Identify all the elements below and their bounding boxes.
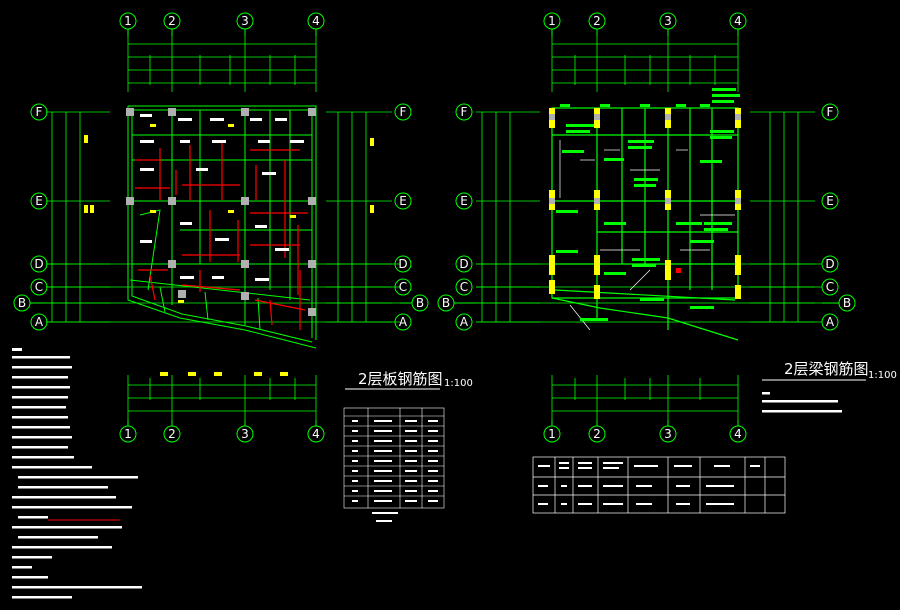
bottom-dimensions-right bbox=[551, 375, 739, 425]
col-axis-1-top: 1 bbox=[124, 14, 132, 28]
row-axis-D-left: D bbox=[34, 257, 43, 271]
row-axis-D-right: D bbox=[398, 257, 407, 271]
row-axis-A-right-r: A bbox=[826, 315, 835, 329]
col-axis-2-bottom-r: 2 bbox=[593, 427, 601, 441]
beam-callouts bbox=[556, 88, 740, 321]
col-axis-2-top: 2 bbox=[168, 14, 176, 28]
slab-rebar-drawing: 1 2 3 4 1 2 3 4 F E D C B A F E D C B A … bbox=[12, 12, 473, 599]
row-axis-F-right-r: F bbox=[827, 105, 834, 119]
top-dimensions-right bbox=[551, 30, 739, 92]
row-axis-D-left-r: D bbox=[459, 257, 468, 271]
col-axis-4-bottom: 4 bbox=[312, 427, 320, 441]
left-dim-yellow-marks bbox=[84, 135, 94, 213]
col-axis-4-top: 4 bbox=[312, 14, 320, 28]
row-axis-E-right-r: E bbox=[826, 194, 834, 208]
general-notes-left bbox=[12, 348, 142, 599]
col-axis-3-top: 3 bbox=[241, 14, 249, 28]
col-axis-4-bottom-r: 4 bbox=[734, 427, 742, 441]
slab-rebar-labels bbox=[140, 114, 304, 281]
row-axis-E-left-r: E bbox=[460, 194, 468, 208]
top-dimensions-left bbox=[127, 30, 317, 92]
col-axis-1-top-r: 1 bbox=[548, 14, 556, 28]
slab-rebar-red bbox=[135, 140, 308, 330]
slab-rebar-table bbox=[343, 407, 445, 509]
col-axis-3-bottom-r: 3 bbox=[664, 427, 672, 441]
col-axis-3-top-r: 3 bbox=[664, 14, 672, 28]
row-axis-F-left: F bbox=[36, 105, 43, 119]
row-axis-C-right: C bbox=[399, 280, 407, 294]
beam-secondary-lines bbox=[559, 140, 735, 331]
columns-left bbox=[126, 108, 316, 316]
row-axis-B-right-r: B bbox=[843, 296, 851, 310]
beam-rebar-table bbox=[532, 456, 786, 514]
drawing-scale-right: 1:100 bbox=[868, 370, 897, 381]
row-axis-A-left: A bbox=[35, 315, 44, 329]
beam-table-cells bbox=[538, 462, 760, 505]
slab-table-cells bbox=[352, 420, 438, 522]
row-axis-D-right-r: D bbox=[825, 257, 834, 271]
row-axis-C-left: C bbox=[35, 280, 43, 294]
col-axis-1-bottom-r: 1 bbox=[548, 427, 556, 441]
drawing-title-right: 2层梁钢筋图 bbox=[784, 360, 869, 378]
row-axis-B-left: B bbox=[18, 296, 26, 310]
col-axis-2-top-r: 2 bbox=[593, 14, 601, 28]
building-outline-left bbox=[127, 105, 317, 349]
row-axis-A-right: A bbox=[399, 315, 408, 329]
row-axis-E-left: E bbox=[35, 194, 43, 208]
beam-notes bbox=[762, 392, 842, 413]
beam-columns-gray bbox=[549, 114, 741, 204]
row-axis-F-right: F bbox=[400, 105, 407, 119]
bottom-dimensions-left bbox=[127, 375, 317, 425]
row-axis-E-right: E bbox=[399, 194, 407, 208]
row-axis-B-left-r: B bbox=[442, 296, 450, 310]
row-axis-A-left-r: A bbox=[460, 315, 469, 329]
beam-red-marker bbox=[676, 268, 681, 273]
col-axis-1-bottom: 1 bbox=[124, 427, 132, 441]
right-dim-yellow-marks bbox=[370, 138, 374, 213]
yellow-markers-left bbox=[150, 124, 296, 303]
row-axis-F-left-r: F bbox=[461, 105, 468, 119]
col-axis-3-bottom: 3 bbox=[241, 427, 249, 441]
bottom-dim-yellow-marks-left bbox=[160, 372, 288, 376]
col-axis-2-bottom: 2 bbox=[168, 427, 176, 441]
col-axis-4-top-r: 4 bbox=[734, 14, 742, 28]
axis-labels-left: 1 2 3 4 1 2 3 4 F E D C B A F E D C B A bbox=[18, 14, 424, 441]
drawing-title-left: 2层板钢筋图 bbox=[358, 370, 443, 388]
axis-bubbles-right bbox=[437, 12, 856, 443]
beam-rebar-drawing: 1 2 3 4 1 2 3 4 F E D C B A F E D C B A … bbox=[437, 12, 897, 514]
row-axis-B-right: B bbox=[416, 296, 424, 310]
row-axis-C-left-r: C bbox=[460, 280, 468, 294]
axis-bubbles-left bbox=[13, 12, 429, 443]
drawing-scale-left: 1:100 bbox=[444, 378, 473, 389]
row-axis-C-right-r: C bbox=[826, 280, 834, 294]
axis-labels-right: 1 2 3 4 1 2 3 4 F E D C B A F E D C B A bbox=[442, 14, 851, 441]
